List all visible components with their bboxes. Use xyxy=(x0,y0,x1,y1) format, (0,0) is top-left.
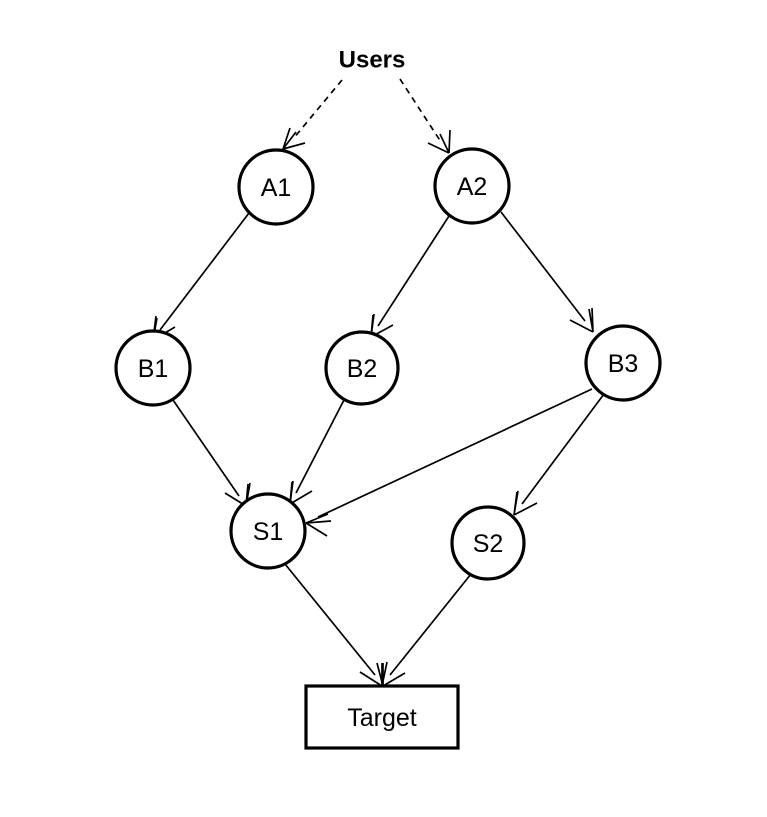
node-target[interactable]: Target xyxy=(304,684,460,750)
node-a2-label: A2 xyxy=(457,173,488,201)
edge-users-to-a2 xyxy=(399,78,451,154)
edge-a2-b2-line xyxy=(377,215,450,327)
edge-users-to-a1 xyxy=(282,79,343,150)
node-a1-label: A1 xyxy=(261,174,292,202)
node-s2-circle[interactable] xyxy=(450,505,526,581)
edge-b2-to-s1 xyxy=(289,399,345,505)
edge-a2-b3-line xyxy=(500,211,586,322)
node-s1-circle[interactable] xyxy=(229,492,307,570)
edge-s2-target-arrowhead xyxy=(376,662,406,687)
node-b2-label: B2 xyxy=(347,355,378,383)
edge-b1-to-s1 xyxy=(172,399,251,507)
edge-users-a2-arrowhead xyxy=(427,129,451,154)
source-label-users: Users xyxy=(339,47,406,74)
edge-users-a1-line xyxy=(292,79,343,140)
node-b1-label: B1 xyxy=(138,355,169,383)
edge-s1-to-target xyxy=(284,563,388,687)
node-a1[interactable]: A1 xyxy=(237,148,315,226)
edge-b3-to-s1 xyxy=(305,388,593,537)
edge-a1-b1-line xyxy=(159,212,250,331)
node-b1-circle[interactable] xyxy=(114,329,192,407)
edge-b2-s1-line xyxy=(295,399,345,494)
edge-b1-s1-line xyxy=(172,399,240,497)
edge-s1-target-line xyxy=(284,563,376,676)
edge-b3-s1-line xyxy=(317,388,593,518)
node-a2[interactable]: A2 xyxy=(433,147,511,225)
edge-s2-to-target xyxy=(376,573,472,687)
node-a2-circle[interactable] xyxy=(433,147,511,225)
edge-b3-to-s2 xyxy=(513,393,605,516)
edge-users-a1-arrowhead xyxy=(282,127,306,150)
node-s2[interactable]: S2 xyxy=(450,505,526,581)
edge-b3-s2-arrowhead xyxy=(513,490,538,516)
edge-a2-to-b3 xyxy=(500,211,594,333)
edge-a2-b3-arrowhead xyxy=(569,307,594,333)
node-s2-label: S2 xyxy=(473,530,504,558)
node-b1[interactable]: B1 xyxy=(114,329,192,407)
node-s1-label: S1 xyxy=(253,518,284,546)
edge-b3-s2-line xyxy=(521,393,605,505)
edge-s2-target-line xyxy=(389,573,472,676)
node-target-label: Target xyxy=(347,704,417,732)
node-b2[interactable]: B2 xyxy=(324,330,400,406)
edge-users-a2-line xyxy=(399,78,442,143)
node-b3-label: B3 xyxy=(608,350,639,378)
edge-b3-s1-arrowhead xyxy=(305,513,332,537)
node-b3-circle[interactable] xyxy=(584,324,662,402)
node-b2-circle[interactable] xyxy=(324,330,400,406)
node-b3[interactable]: B3 xyxy=(584,324,662,402)
edge-a1-to-b1 xyxy=(152,212,250,341)
edge-a2-to-b2 xyxy=(370,215,450,338)
node-target-rect[interactable] xyxy=(304,684,460,750)
node-a1-circle[interactable] xyxy=(237,148,315,226)
node-s1[interactable]: S1 xyxy=(229,492,307,570)
